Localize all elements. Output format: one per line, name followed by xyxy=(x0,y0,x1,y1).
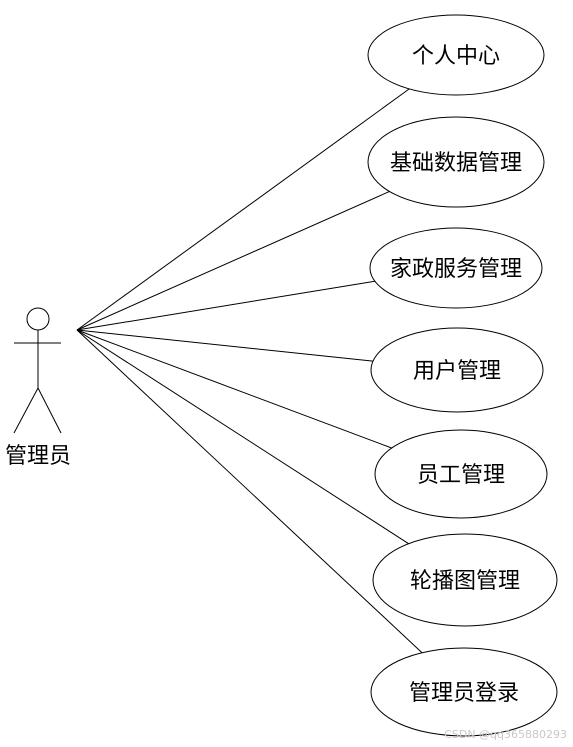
use-case-label: 管理员登录 xyxy=(409,681,519,706)
use-case-ellipse xyxy=(369,227,543,309)
association-line xyxy=(76,329,392,449)
use-case-ellipse xyxy=(367,116,545,208)
actor-left-leg xyxy=(13,387,39,434)
use-case-ellipse xyxy=(374,429,548,519)
use-case-label: 员工管理 xyxy=(417,463,505,488)
actor-figure xyxy=(13,307,62,434)
use-case-label: 个人中心 xyxy=(412,44,500,69)
use-case-label: 基础数据管理 xyxy=(390,151,522,176)
use-case: 个人中心 xyxy=(367,14,545,96)
use-case-label: 用户管理 xyxy=(413,359,501,384)
association-line xyxy=(76,329,423,654)
use-case: 用户管理 xyxy=(370,327,544,413)
use-case-label: 家政服务管理 xyxy=(390,257,522,282)
use-case: 轮播图管理 xyxy=(372,533,558,627)
association-line xyxy=(76,88,410,331)
use-case-ellipse xyxy=(370,327,544,413)
use-case-label: 轮播图管理 xyxy=(410,569,520,594)
association-line xyxy=(76,191,390,331)
use-case: 家政服务管理 xyxy=(369,227,543,309)
association-line xyxy=(76,329,409,545)
watermark: CSDN @qq365880293 xyxy=(444,728,567,741)
use-case-ellipse xyxy=(370,647,558,737)
use-case: 员工管理 xyxy=(374,429,548,519)
actor-right-leg xyxy=(37,387,62,434)
use-case-ellipse xyxy=(372,533,558,627)
use-case-ellipse xyxy=(367,14,545,96)
association-line xyxy=(76,280,375,331)
actor-head xyxy=(26,307,50,331)
association-line xyxy=(76,329,373,362)
actor-name: 管理员 xyxy=(5,444,71,469)
use-case: 管理员登录 xyxy=(370,647,558,737)
use-case: 基础数据管理 xyxy=(367,116,545,208)
association-lines xyxy=(76,88,423,654)
